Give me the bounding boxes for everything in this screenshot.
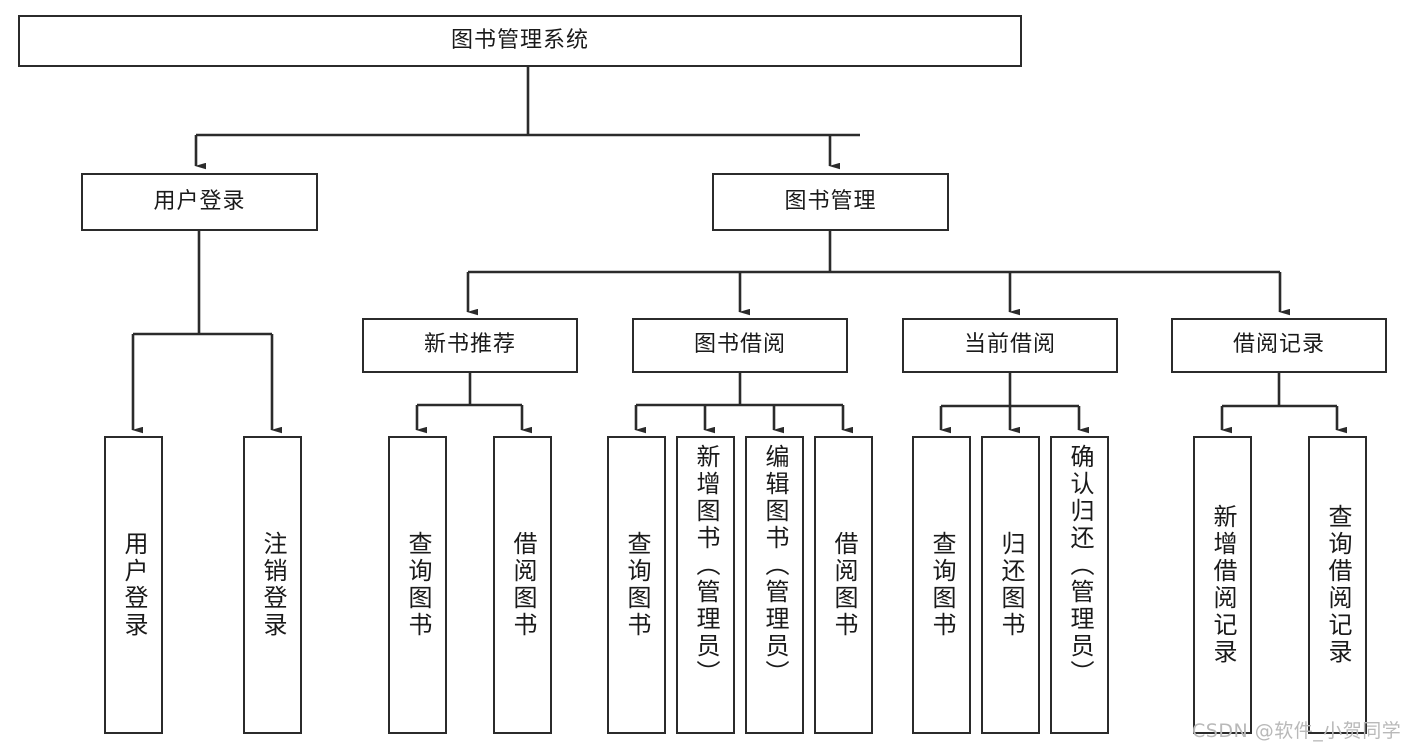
node-label: 查询图书 (622, 531, 651, 639)
node-label: 新增借阅记录 (1208, 504, 1237, 666)
node-label: 借阅记录 (1232, 332, 1325, 358)
node-new-book-recommend[interactable]: 新书推荐 (362, 318, 578, 373)
node-borrow-record[interactable]: 借阅记录 (1171, 318, 1387, 373)
leaf-book-borrow-query-book[interactable]: 查询图书 (607, 436, 666, 734)
node-label: 图书管理系统 (450, 27, 589, 53)
leaf-current-borrow-return-book[interactable]: 归还图书 (981, 436, 1040, 734)
node-label: 用户登录 (153, 188, 246, 214)
node-label: 当前借阅 (963, 332, 1056, 358)
leaf-book-borrow-borrow-book[interactable]: 借阅图书 (814, 436, 873, 734)
node-root-book-management-system[interactable]: 图书管理系统 (18, 15, 1022, 67)
leaf-current-borrow-confirm-return-admin[interactable]: 确认归还（管理员） (1050, 436, 1109, 734)
node-book-borrow[interactable]: 图书借阅 (632, 318, 848, 373)
leaf-borrow-record-query-record[interactable]: 查询借阅记录 (1308, 436, 1367, 734)
node-label: 归还图书 (996, 531, 1025, 639)
leaf-book-borrow-edit-book-admin[interactable]: 编辑图书（管理员） (745, 436, 804, 734)
node-label: 注销登录 (258, 531, 287, 639)
node-label: 新书推荐 (423, 332, 516, 358)
leaf-new-book-borrow-book[interactable]: 借阅图书 (493, 436, 552, 734)
node-label: 新增图书（管理员） (691, 444, 720, 687)
node-label: 查询图书 (927, 531, 956, 639)
leaf-book-borrow-add-book-admin[interactable]: 新增图书（管理员） (676, 436, 735, 734)
node-label: 用户登录 (119, 531, 148, 639)
leaf-user-login-login[interactable]: 用户登录 (104, 436, 163, 734)
leaf-user-login-logout[interactable]: 注销登录 (243, 436, 302, 734)
node-label: 借阅图书 (508, 531, 537, 639)
node-label: 查询借阅记录 (1323, 504, 1352, 666)
node-label: 图书借阅 (693, 332, 786, 358)
node-user-login[interactable]: 用户登录 (81, 173, 318, 231)
node-current-borrow[interactable]: 当前借阅 (902, 318, 1118, 373)
node-label: 确认归还（管理员） (1065, 444, 1094, 687)
node-label: 编辑图书（管理员） (760, 444, 789, 687)
leaf-borrow-record-add-record[interactable]: 新增借阅记录 (1193, 436, 1252, 734)
node-label: 图书管理 (784, 188, 877, 214)
leaf-new-book-query-book[interactable]: 查询图书 (388, 436, 447, 734)
leaf-current-borrow-query-book[interactable]: 查询图书 (912, 436, 971, 734)
csdn-watermark: CSDN @软件_小贺同学 (1192, 720, 1402, 742)
node-book-management[interactable]: 图书管理 (712, 173, 949, 231)
node-label: 借阅图书 (829, 531, 858, 639)
node-label: 查询图书 (403, 531, 432, 639)
